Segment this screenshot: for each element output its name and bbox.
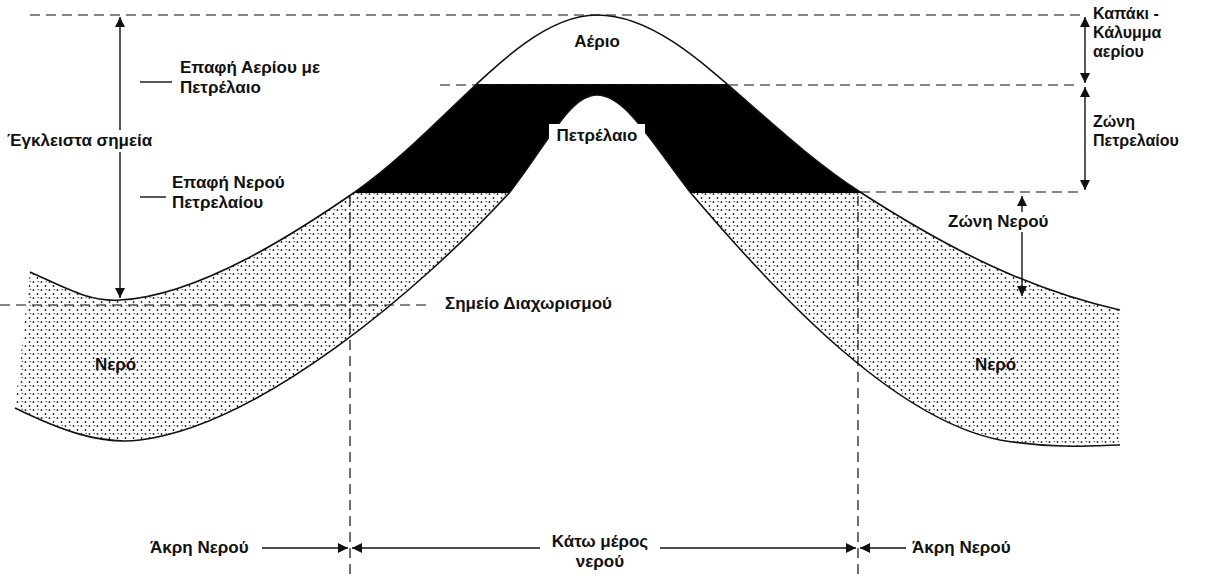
edge-water-label: Άκρη Νερού: [150, 538, 249, 558]
reservoir-top: [30, 15, 1120, 310]
dimension-arrows: [120, 17, 1085, 548]
zone-label: Ζώνη Πετρελαίου: [1093, 112, 1203, 150]
oil-label: Πετρέλαιο: [549, 124, 646, 148]
level-lines: [0, 15, 1080, 580]
gas-cap-label: Καπάκι - Κάλυμμα αερίου: [1093, 4, 1203, 62]
closure-label: Έγκλειστα σημεία: [4, 130, 155, 152]
reservoir-base: [15, 95, 1120, 446]
oil-water-contact: [340, 191, 880, 193]
spill-point-label: Σημείο Διαχωρισμού: [445, 294, 612, 314]
gas-label: Αέριο: [574, 32, 620, 52]
edge-water-label: Άκρη Νερού: [912, 538, 1011, 558]
bottom-water-label: Κάτω μέρος νερού: [542, 532, 658, 573]
zone-label: Ζώνη Νερού: [945, 212, 1051, 232]
water-label: Νερό: [95, 355, 136, 375]
contact-label: Επαφή Αερίου με Πετρέλαιο: [180, 58, 370, 99]
water-label: Νερό: [975, 355, 1016, 375]
contact-label: Επαφή Νερού Πετρελαίου: [172, 173, 302, 214]
